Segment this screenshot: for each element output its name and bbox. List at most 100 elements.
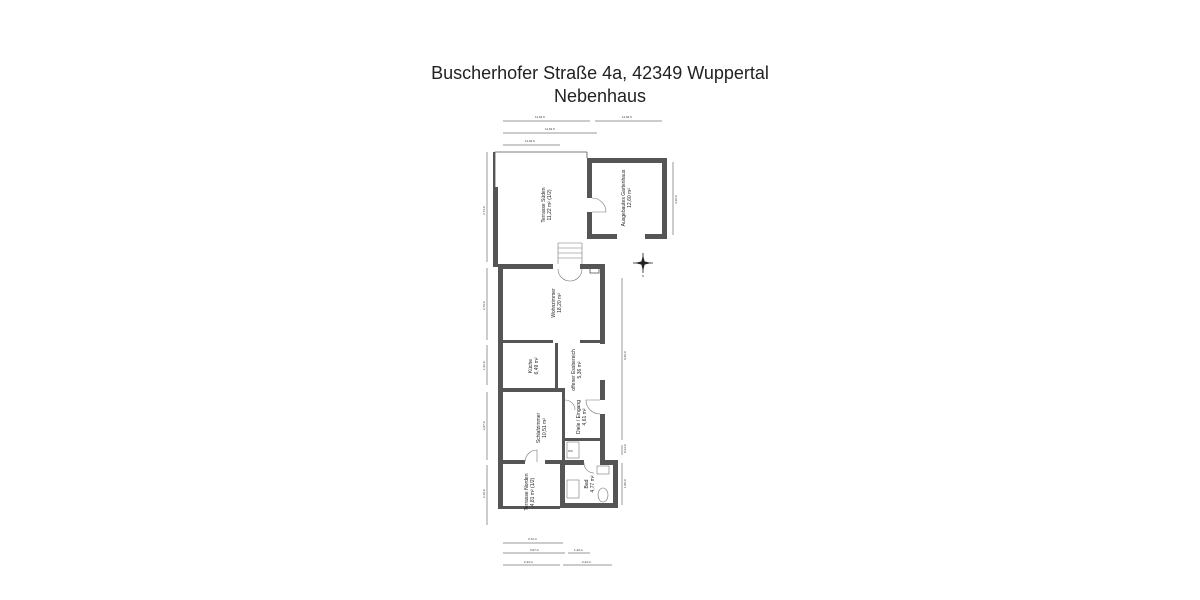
wc-box: [566, 441, 580, 459]
dim-bottom-4: 2,44 m: [524, 560, 534, 564]
room-ausgebautes-gartenhaus: Ausgebautes Gartenhaus 12,60 m²: [621, 169, 633, 226]
living-south-wall-right: [580, 340, 600, 343]
room-diele-eingang: Diele / Eingang 4,61 m²: [576, 400, 588, 434]
terrace-west-thin-wall: [493, 152, 495, 189]
bath-west-wall: [560, 460, 565, 508]
kitchen-south-wall: [503, 388, 565, 392]
bath-east-wall: [613, 460, 618, 508]
garden-house-south-wall-left: [587, 234, 617, 239]
dim-right-short: 0,34 m: [623, 443, 627, 453]
dim-top-inner: 11,62 ft: [525, 139, 535, 143]
doors: [524, 197, 607, 474]
terrace-double-door: [557, 268, 583, 282]
compass-icon: N: [633, 253, 653, 278]
svg-text:11,22 m² (1/2): 11,22 m² (1/2): [547, 189, 553, 220]
garden-house-west-wall-upper: [587, 158, 592, 198]
dim-right-long: 6,60 m: [623, 350, 627, 360]
sink-icon: [596, 465, 610, 475]
bedroom-south-wall-left: [503, 460, 525, 464]
svg-text:6,49 m²: 6,49 m²: [534, 357, 540, 374]
svg-text:Terrasse Süden: Terrasse Süden: [541, 187, 547, 222]
thin-outlines: [494, 151, 600, 274]
dim-right-house: 3,30 m: [674, 194, 678, 204]
terrace-west-wall: [493, 187, 498, 267]
bedroom-east-wall: [562, 392, 565, 460]
dim-bottom-5: 2,44 m: [582, 560, 592, 564]
house-west-wall: [498, 264, 503, 464]
north-terrace-west-wall: [498, 464, 503, 509]
house-north-wall-left: [498, 264, 553, 269]
room-kueche: Küche 6,49 m²: [528, 357, 540, 374]
svg-text:Bad: Bad: [584, 479, 590, 488]
svg-text:5,36 m²: 5,36 m²: [577, 361, 583, 378]
bath-north-wall-left: [562, 460, 584, 465]
garden-house-south-wall-right: [645, 234, 667, 239]
bath-south-wall: [562, 503, 618, 508]
shower-icon: [566, 479, 580, 499]
kitchen-east-wall: [555, 343, 558, 388]
room-bad: Bad 4,77 m²: [584, 475, 596, 492]
terrace-outline: [494, 151, 587, 189]
dim-right-bath: 1,89 m: [623, 478, 627, 488]
dim-left-bedroom: 2,97 m: [482, 420, 486, 430]
dim-left-living: 2,79 m: [482, 300, 486, 310]
svg-text:4,77 m²: 4,77 m²: [590, 475, 596, 492]
svg-text:offener Essbereich: offener Essbereich: [571, 349, 577, 391]
svg-text:Terrasse Norden: Terrasse Norden: [524, 473, 530, 510]
garden-house-north-wall: [587, 158, 667, 163]
garden-house-west-wall-lower: [587, 212, 592, 239]
room-labels: Terrasse Süden 11,22 m² (1/2) Ausgebaute…: [524, 169, 633, 510]
svg-text:Wohnzimmer: Wohnzimmer: [551, 288, 557, 318]
dim-bottom-2: 3,07 m: [530, 548, 540, 552]
dim-bottom-3: 1,43 m: [574, 548, 584, 552]
house-east-wall-lower: [600, 414, 605, 460]
dim-top-middle: 11,62 ft: [545, 127, 555, 131]
svg-text:4,81 m² (1/2): 4,81 m² (1/2): [530, 477, 536, 506]
dim-bottom-1: 3,72 m: [528, 537, 538, 541]
svg-text:18,20 m²: 18,20 m²: [557, 293, 563, 313]
address-title: Buscherhofer Straße 4a, 42349 Wuppertal: [431, 63, 769, 83]
garden-house-door: [591, 197, 607, 213]
room-terrasse-norden: Terrasse Norden 4,81 m² (1/2): [524, 473, 536, 510]
north-terrace-door: [524, 449, 538, 463]
building-subtitle: Nebenhaus: [553, 86, 647, 106]
svg-text:10,51 m²: 10,51 m²: [542, 418, 548, 438]
svg-text:Diele / Eingang: Diele / Eingang: [576, 400, 582, 434]
bedroom-door: [564, 399, 576, 411]
dim-left-kitchen: 1,62 m: [482, 360, 486, 370]
bedroom-south-wall-right: [545, 460, 565, 464]
house-east-wall-mid: [600, 380, 605, 400]
bath-fixtures: [566, 441, 610, 503]
bath-door: [583, 462, 595, 474]
dimension-lines: [486, 120, 674, 566]
svg-text:Küche: Küche: [528, 359, 534, 373]
toilet-icon: [597, 487, 609, 503]
terrace-stairs: [557, 242, 583, 264]
svg-text:4,61 m²: 4,61 m²: [582, 408, 588, 425]
room-schlafzimmer: Schlafzimmer 10,51 m²: [536, 413, 548, 444]
room-terrasse-sueden: Terrasse Süden 11,22 m² (1/2): [541, 187, 553, 222]
garden-house-east-wall: [662, 158, 667, 239]
svg-text:Ausgebautes Gartenhaus: Ausgebautes Gartenhaus: [621, 169, 627, 226]
house-east-wall-upper: [600, 264, 605, 344]
walls: [493, 152, 667, 509]
chimney-box: [589, 264, 600, 274]
entrance-door: [585, 399, 601, 415]
north-terrace-south-edge: [498, 506, 560, 509]
wc-label: WC: [568, 449, 574, 453]
room-offener-essbereich: offener Essbereich 5,36 m²: [571, 349, 583, 391]
hall-south-wall: [565, 438, 605, 441]
svg-text:N: N: [642, 274, 644, 278]
room-wohnzimmer: Wohnzimmer 18,20 m²: [551, 288, 563, 318]
dimension-labels: 11,62 ft 11,62 ft 11,62 ft 11,62 ft 3,74…: [482, 115, 678, 564]
svg-text:12,60 m²: 12,60 m²: [627, 188, 633, 208]
living-south-wall: [503, 340, 553, 343]
house-north-wall-right: [580, 264, 605, 269]
dim-top-left: 11,62 ft: [535, 115, 545, 119]
dim-left-north-terrace: 2,18 m: [482, 488, 486, 498]
dim-top-right: 11,62 ft: [622, 115, 632, 119]
svg-text:Schlafzimmer: Schlafzimmer: [536, 413, 542, 444]
dim-left-terrace: 3,74 m: [482, 205, 486, 215]
